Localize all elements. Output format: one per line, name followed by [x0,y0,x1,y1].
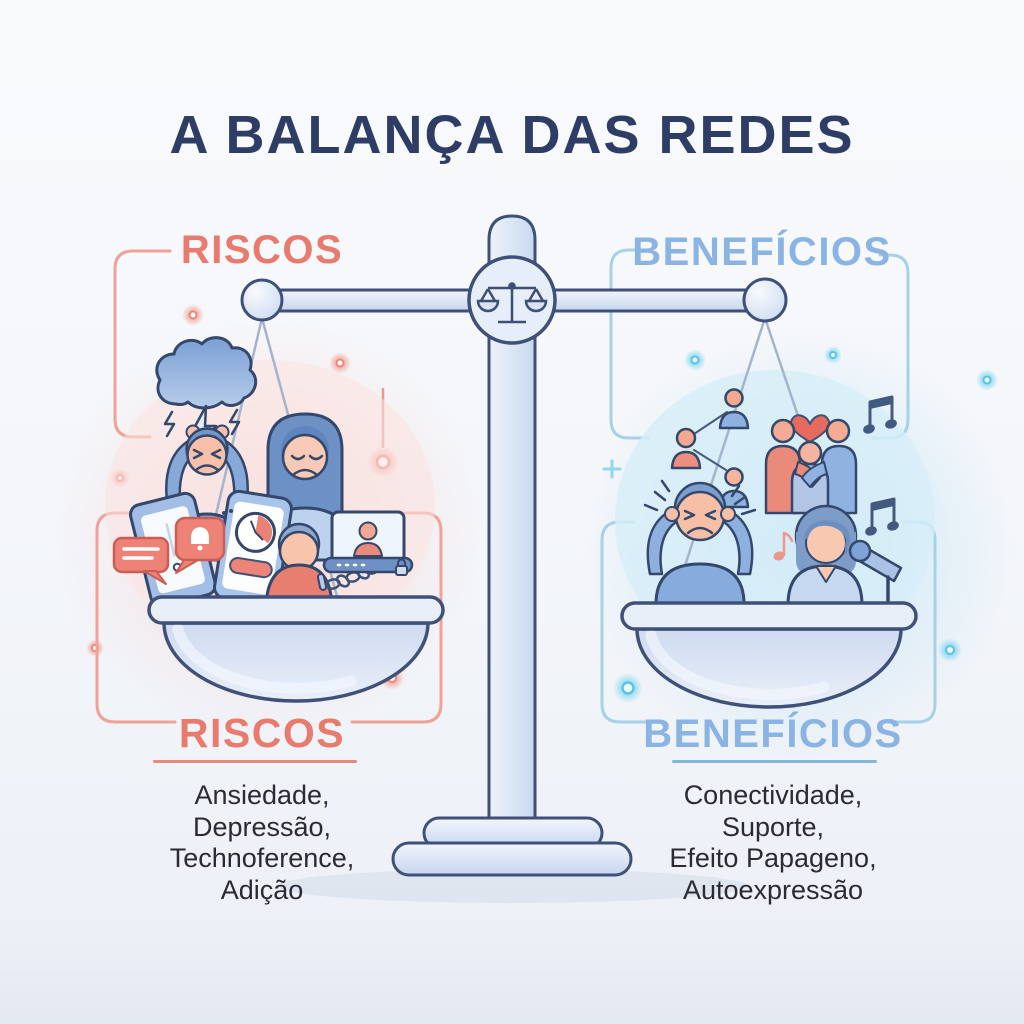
risks-list: Ansiedade, Depressão, Technoference, Adi… [92,780,432,906]
scale-base [391,816,633,877]
group-hug-icon [764,414,858,515]
risks-illustration [112,336,414,608]
singer-icon [786,504,864,607]
benefits-item: Autoexpressão [682,874,864,905]
benefits-item: Efeito Papageno, [669,843,877,873]
benefits-item: Suporte, [721,811,825,842]
risks-divider [153,760,357,763]
chained-child-icon [264,522,380,607]
right-beam-knob [742,277,788,323]
risks-top-label: RISCOS [180,228,344,272]
risks-bottom-label: RISCOS [178,710,346,756]
notification-bell-icon [174,509,233,574]
risks-item: Depressão, [192,811,332,842]
cyan-glow-dots [602,346,998,703]
benefits-top-label: BENEFÍCIOS [632,230,892,274]
benefits-item: Conectividade, [683,780,863,810]
benefits-illustration [643,388,903,610]
chat-bubble-icon [112,536,170,585]
risks-item: Ansiedade, [194,780,330,810]
ears-covered-boy-icon [643,479,757,606]
benefits-bottom-label: BENEFÍCIOS [643,712,903,756]
music-note-icon [773,531,794,561]
microphone-icon [848,539,903,610]
left-beam-knob [240,278,284,322]
base-shadow [277,869,747,903]
network-people-icon [670,388,750,509]
balance-scale-icon [194,214,864,903]
page-title: A BALANÇA DAS REDES [169,105,855,165]
lightning-icon [163,408,241,438]
benefits-list: Conectividade, Suporte, Efeito Papageno,… [598,780,948,906]
right-pan [622,603,916,707]
scales-medallion-icon [476,282,548,324]
risks-item: Technoference, [169,843,355,873]
benefits-divider [672,760,877,763]
risks-item: Adição [220,874,304,905]
laptop-video-call-icon [322,510,414,576]
scale-pillar [487,214,537,832]
